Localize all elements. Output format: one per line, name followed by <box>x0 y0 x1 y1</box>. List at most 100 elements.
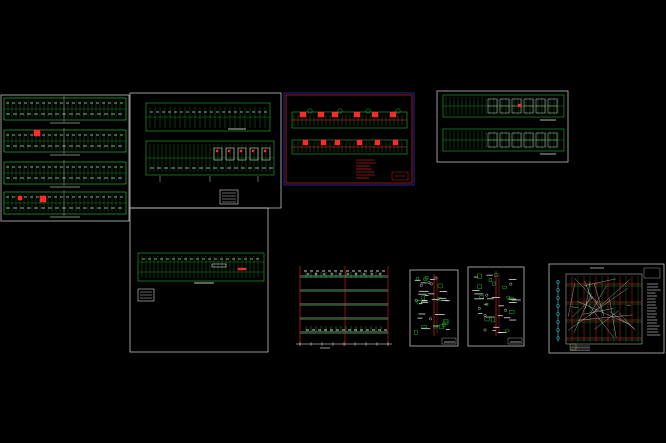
red-mark <box>39 195 47 203</box>
green-detail <box>490 317 496 323</box>
sheet-grid-plan[interactable] <box>548 263 665 354</box>
green-detail <box>437 297 442 301</box>
sheet-frame <box>548 263 665 354</box>
title-block <box>219 189 239 205</box>
diagonal-line <box>618 313 636 331</box>
diagonal-line <box>609 298 617 338</box>
green-detail <box>492 281 496 286</box>
node-circle <box>427 281 431 285</box>
node-circle <box>485 293 489 297</box>
diagonal-line <box>588 304 614 338</box>
green-detail <box>479 295 484 299</box>
red-mark <box>239 149 243 153</box>
red-block <box>389 111 397 118</box>
diagonal-line <box>572 296 594 318</box>
green-detail <box>437 283 443 289</box>
red-block <box>317 111 325 118</box>
diagonal-line <box>626 305 631 307</box>
red-block <box>353 111 361 118</box>
axis-bubble <box>556 336 560 340</box>
green-detail <box>423 277 428 281</box>
red-block <box>334 139 341 146</box>
detail-mark <box>211 263 227 268</box>
window-detail <box>249 147 259 161</box>
diagonal-line <box>585 281 591 309</box>
green-marker <box>307 108 313 114</box>
node-circle <box>509 282 513 286</box>
node-circle <box>429 282 433 286</box>
axis-bubble <box>556 296 560 300</box>
node-circle <box>378 272 382 276</box>
green-detail <box>442 319 449 325</box>
diagonal-line <box>577 314 633 321</box>
sheet-frame <box>436 90 569 163</box>
plan-outline <box>565 273 643 345</box>
red-block <box>302 139 309 146</box>
diagonal-line <box>582 308 613 315</box>
sheet-frame <box>409 269 459 347</box>
sheet-detail-1[interactable] <box>409 269 459 347</box>
yellow-mark <box>569 343 577 351</box>
red-block <box>392 139 399 146</box>
green-detail <box>416 276 420 281</box>
red-block <box>299 111 307 118</box>
node-circle <box>346 272 350 276</box>
node-circle <box>504 308 508 312</box>
green-detail <box>414 330 418 335</box>
node-circle <box>434 276 438 280</box>
title-block <box>137 288 155 302</box>
green-detail <box>485 302 489 306</box>
frame-elevation-marks <box>296 266 392 349</box>
axis-bubble <box>556 288 560 292</box>
diagonal-line <box>573 293 592 334</box>
red-block <box>374 139 381 146</box>
axis-bubble <box>556 280 560 284</box>
node-circle <box>354 272 358 276</box>
grid-plan-marks <box>556 267 661 351</box>
green-detail <box>416 300 423 305</box>
axis-bubble <box>556 304 560 308</box>
sheet-elevation-b[interactable] <box>129 207 269 353</box>
sheet-plan-strips[interactable] <box>0 94 130 222</box>
detail-marks <box>472 271 523 345</box>
sheet-right-strips[interactable] <box>436 90 569 163</box>
diagonal-line <box>568 283 575 317</box>
green-detail <box>484 316 490 322</box>
node-circle <box>483 328 487 332</box>
red-block <box>331 111 339 118</box>
node-circle <box>306 272 310 276</box>
node-circle <box>414 298 418 302</box>
green-detail <box>421 295 425 301</box>
green-detail <box>505 329 510 333</box>
red-mark <box>237 267 247 271</box>
sheet-frame-elevation[interactable] <box>296 266 392 349</box>
title-block <box>507 337 523 345</box>
legend-box <box>643 267 661 279</box>
red-mark <box>215 149 219 153</box>
green-detail <box>509 310 515 314</box>
green-detail <box>444 320 448 324</box>
green-marker <box>365 108 371 114</box>
node-circle <box>330 272 334 276</box>
node-circle <box>314 272 318 276</box>
red-block <box>356 139 363 146</box>
red-mark <box>517 103 522 108</box>
long-elevation <box>137 252 265 282</box>
window-detail <box>237 147 247 161</box>
node-circle <box>362 272 366 276</box>
detail-marks <box>414 274 457 345</box>
red-mark <box>227 149 231 153</box>
sheet-detail-2[interactable] <box>467 266 525 347</box>
diagonal-line <box>584 281 593 300</box>
node-circle <box>370 272 374 276</box>
green-detail <box>494 273 498 278</box>
green-detail <box>442 322 446 327</box>
green-detail <box>433 325 438 329</box>
plan-strip-group <box>3 96 127 218</box>
red-block <box>320 139 327 146</box>
red-mark <box>251 149 255 153</box>
sheet-red-section[interactable] <box>283 92 415 186</box>
green-detail <box>421 325 427 329</box>
strip-marks <box>443 97 564 155</box>
